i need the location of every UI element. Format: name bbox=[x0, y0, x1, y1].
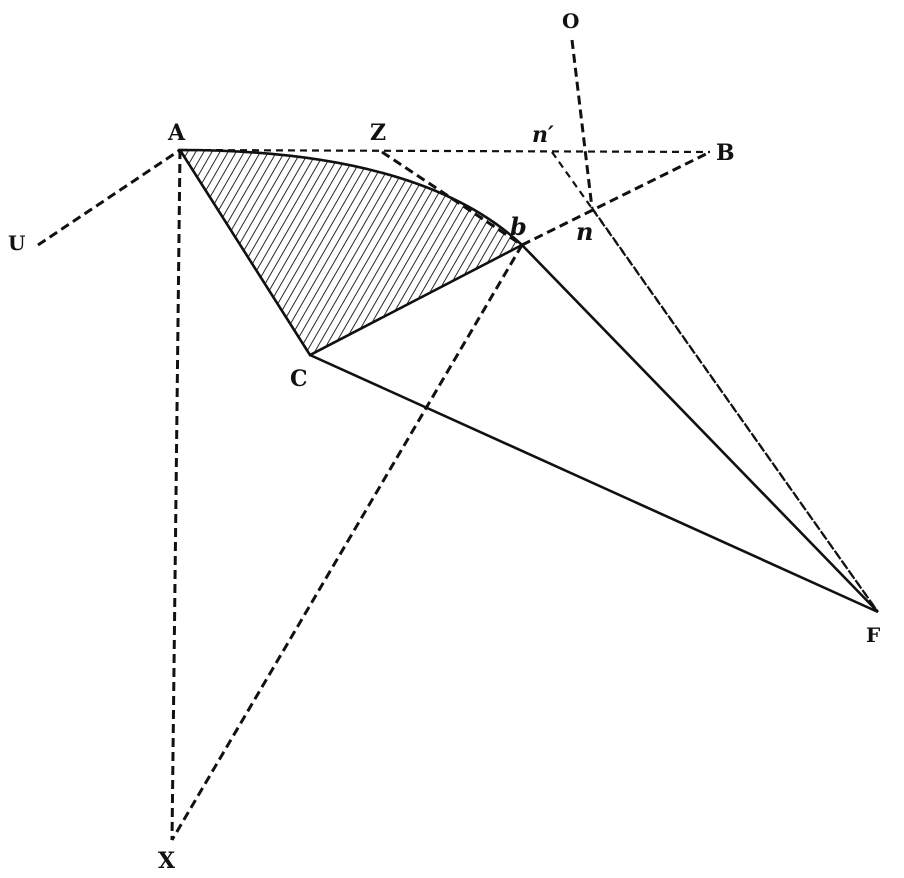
label-X: X bbox=[158, 848, 176, 874]
label-n: n bbox=[576, 217, 593, 246]
line-A-X bbox=[170, 149, 182, 841]
label-b: b bbox=[510, 212, 527, 241]
label-n-prime: n′ bbox=[532, 122, 554, 148]
line-U-A bbox=[37, 148, 181, 247]
label-F: F bbox=[866, 623, 880, 647]
line-O-n bbox=[570, 39, 594, 209]
shaded-region-AbC bbox=[177, 148, 525, 357]
label-C: C bbox=[290, 366, 308, 392]
line-A-B bbox=[179, 148, 711, 154]
label-O: O bbox=[562, 9, 579, 33]
label-A: A bbox=[167, 120, 186, 146]
line-b-B bbox=[521, 150, 711, 247]
line-Z-b bbox=[381, 150, 523, 247]
line-b-F bbox=[521, 244, 879, 613]
label-U: U bbox=[8, 231, 25, 255]
label-B: B bbox=[716, 140, 735, 166]
line-C-F bbox=[309, 353, 879, 614]
label-Z: Z bbox=[370, 120, 386, 146]
line-b-X bbox=[170, 244, 524, 841]
line-n-F bbox=[591, 207, 879, 613]
